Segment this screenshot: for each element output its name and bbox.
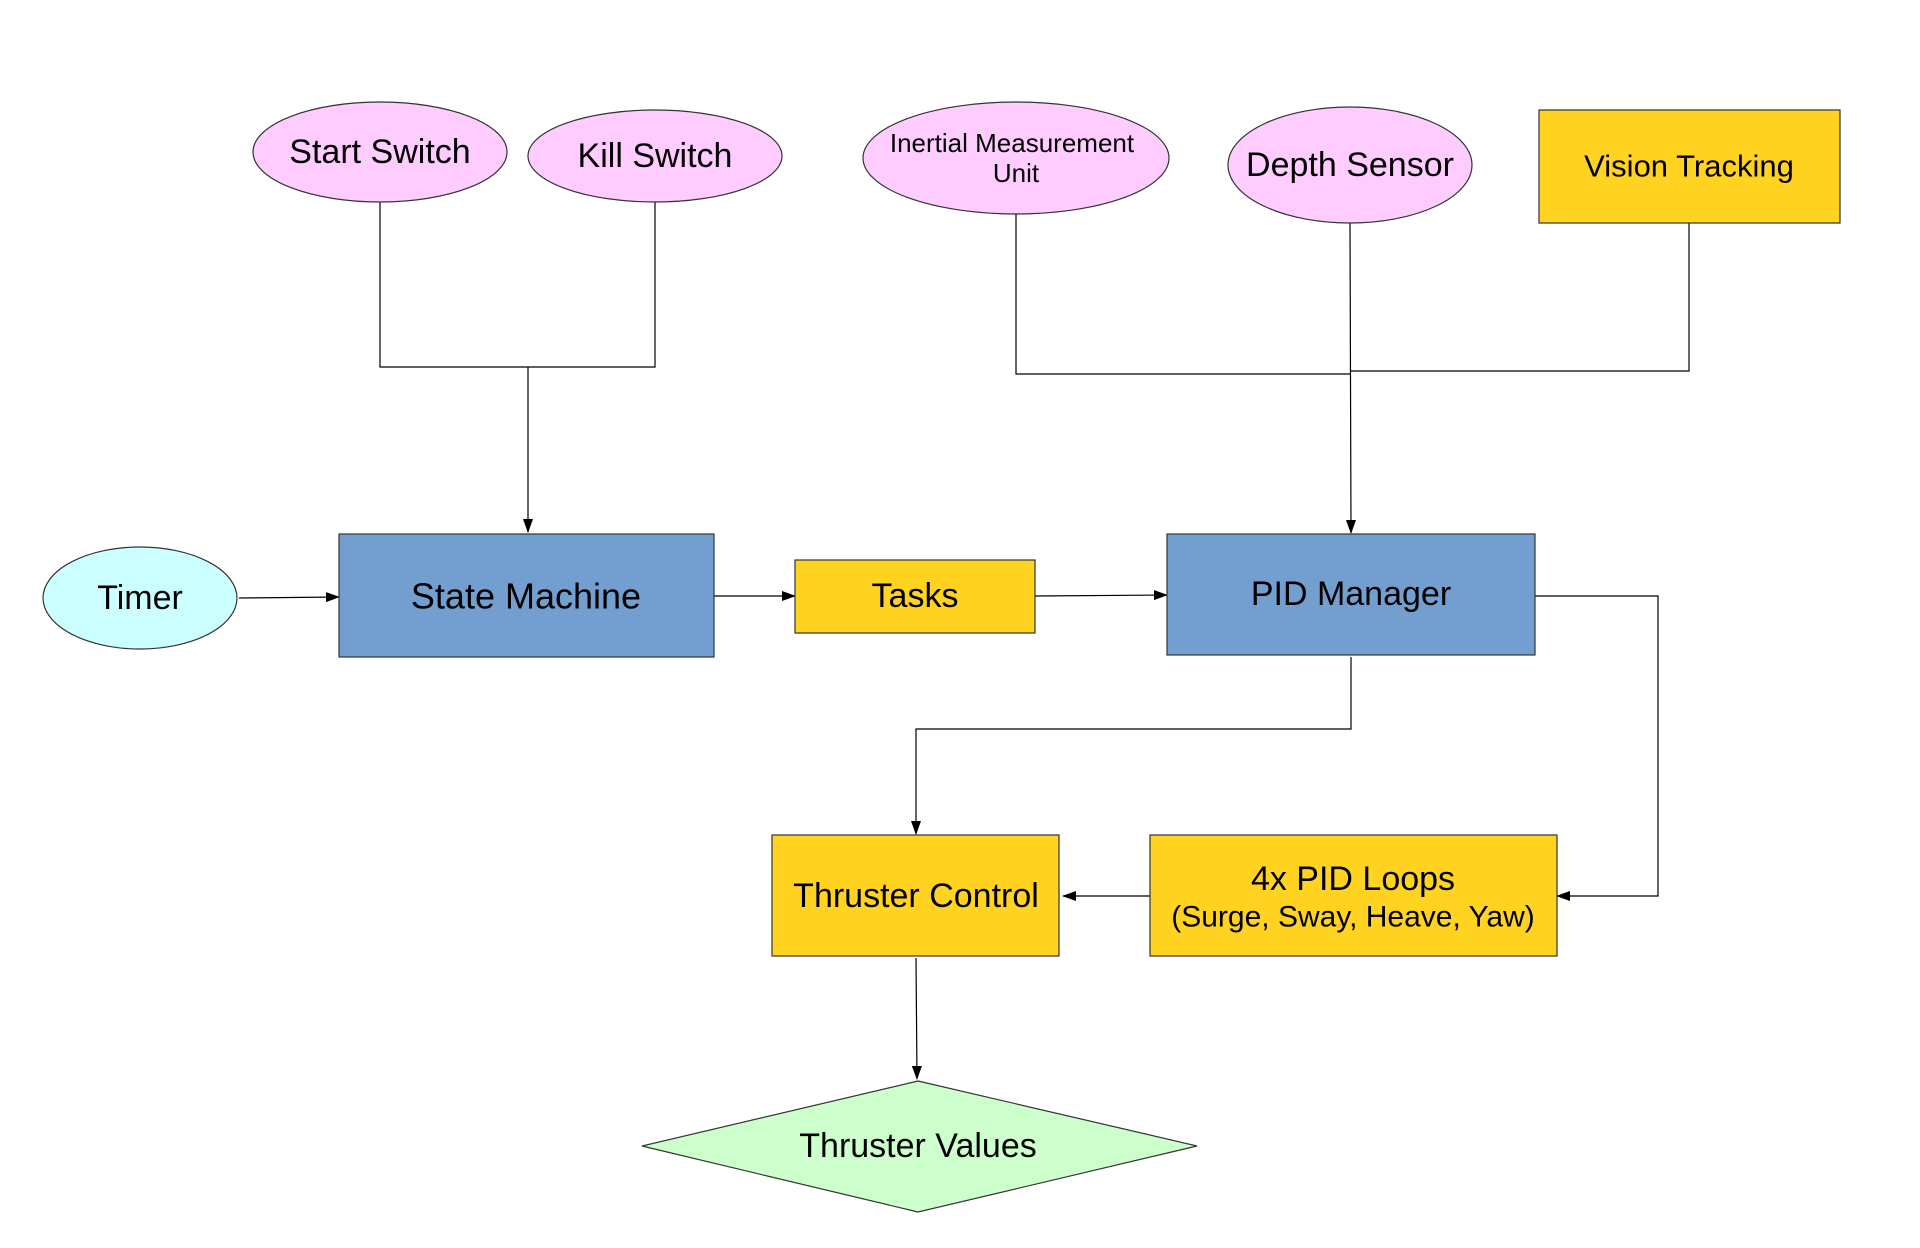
edge-vision-to-junction	[1351, 223, 1690, 372]
pid-loops-label-line1: 4x PID Loops	[1251, 860, 1455, 898]
edges	[238, 202, 1690, 1080]
imu-label-line1: Inertial Measurement	[890, 128, 1135, 158]
node-vision-tracking: Vision Tracking	[1538, 109, 1841, 224]
start-switch-shape	[252, 101, 508, 203]
node-thruster-control: Thruster Control	[771, 834, 1060, 957]
node-start-switch: Start Switch	[252, 101, 508, 203]
edge-thruster-control-to-values	[911, 957, 922, 1080]
tasks-shape	[794, 559, 1036, 634]
imu-label-line2: Unit	[993, 158, 1040, 188]
state-machine-label: State Machine	[411, 576, 641, 617]
edge-imu-to-junction	[1015, 214, 1351, 375]
edge-start-switch-to-junction	[379, 202, 528, 368]
pid-loops-label-line2: (Surge, Sway, Heave, Yaw)	[1171, 901, 1535, 934]
start-switch-label: Start Switch	[289, 133, 470, 171]
thruster-control-label: Thruster Control	[793, 877, 1039, 915]
thruster-values-label: Thruster Values	[799, 1127, 1036, 1165]
node-timer: Timer	[42, 546, 238, 650]
thruster-values-shape	[641, 1080, 1198, 1213]
node-imu: Inertial Measurement Unit	[862, 101, 1170, 215]
kill-switch-shape	[527, 109, 783, 203]
kill-switch-label: Kill Switch	[578, 137, 733, 175]
state-machine-shape	[338, 533, 715, 658]
pid-loops-shape	[1149, 834, 1558, 957]
node-kill-switch: Kill Switch	[527, 109, 783, 203]
pid-manager-shape	[1166, 533, 1536, 656]
node-pid-loops: 4x PID Loops (Surge, Sway, Heave, Yaw)	[1149, 834, 1558, 957]
nodes: Start Switch Kill Switch Inertial Measur…	[42, 101, 1841, 1213]
node-thruster-values: Thruster Values	[641, 1080, 1198, 1213]
tasks-label: Tasks	[872, 577, 959, 615]
thruster-control-shape	[771, 834, 1060, 957]
timer-label: Timer	[97, 579, 183, 617]
edge-pid-manager-to-pid-loops	[1535, 595, 1659, 901]
vision-tracking-label: Vision Tracking	[1584, 149, 1794, 184]
depth-sensor-label: Depth Sensor	[1246, 146, 1454, 184]
edge-kill-switch-to-junction	[528, 202, 656, 368]
imu-shape	[862, 101, 1170, 215]
edge-timer-to-state-machine	[238, 592, 340, 603]
node-tasks: Tasks	[794, 559, 1036, 634]
pid-manager-label: PID Manager	[1251, 575, 1451, 613]
edge-depth-sensor-to-pid-manager	[1345, 222, 1356, 534]
node-depth-sensor: Depth Sensor	[1227, 106, 1473, 224]
node-state-machine: State Machine	[338, 533, 715, 658]
vision-tracking-shape	[1538, 109, 1841, 224]
timer-shape	[42, 546, 238, 650]
edge-pid-manager-to-thruster-control	[911, 657, 1352, 835]
depth-sensor-shape	[1227, 106, 1473, 224]
node-pid-manager: PID Manager	[1166, 533, 1536, 656]
edge-tasks-to-pid-manager	[1034, 590, 1168, 601]
